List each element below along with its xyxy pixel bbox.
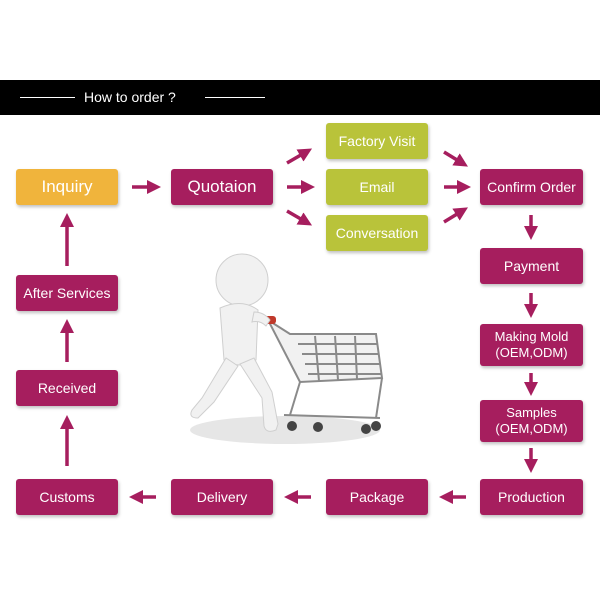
arrow-quotation-to-conversation — [286, 209, 313, 226]
step-email[interactable]: Email — [326, 169, 428, 205]
step-confirm-order[interactable]: Confirm Order — [480, 169, 583, 205]
step-quotation[interactable]: Quotaion — [171, 169, 273, 205]
step-samples[interactable]: Samples (OEM,ODM) — [480, 400, 583, 442]
shopping-cart-figure-illustration — [190, 253, 384, 444]
step-package[interactable]: Package — [326, 479, 428, 515]
step-making-mold[interactable]: Making Mold (OEM,ODM) — [480, 324, 583, 366]
arrow-conversation-to-confirm — [443, 207, 468, 224]
arrow-quotation-to-factory-visit — [286, 148, 313, 165]
step-conversation[interactable]: Conversation — [326, 215, 428, 251]
header-line-right — [205, 97, 265, 98]
step-delivery[interactable]: Delivery — [171, 479, 273, 515]
header-bar: How to order ? — [0, 80, 600, 115]
step-production[interactable]: Production — [480, 479, 583, 515]
step-factory-visit[interactable]: Factory Visit — [326, 123, 428, 159]
step-after-services[interactable]: After Services — [16, 275, 118, 311]
header-line-left — [20, 97, 75, 98]
page-title: How to order ? — [84, 89, 176, 105]
arrow-factory-visit-to-confirm — [443, 150, 468, 167]
step-customs[interactable]: Customs — [16, 479, 118, 515]
step-inquiry[interactable]: Inquiry — [16, 169, 118, 205]
step-received[interactable]: Received — [16, 370, 118, 406]
step-payment[interactable]: Payment — [480, 248, 583, 284]
